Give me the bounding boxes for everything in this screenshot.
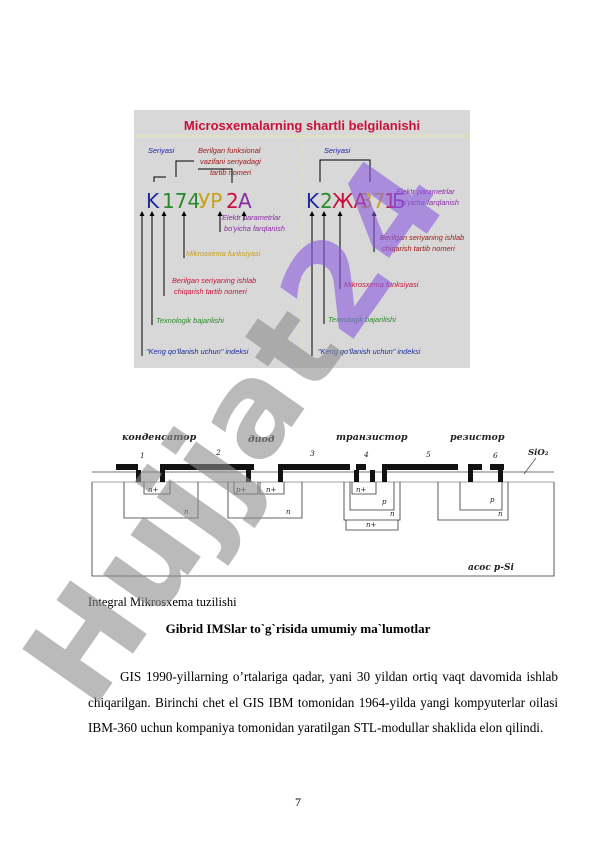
svg-text:bo'yicha farqlanish: bo'yicha farqlanish bbox=[224, 224, 285, 233]
left-designation: Seriyasi Berilgan funksional vazifani se… bbox=[139, 146, 285, 356]
svg-text:Б: Б bbox=[392, 189, 406, 213]
label-capacitor: конденсатор bbox=[122, 432, 197, 443]
right-code: K 2 ЖА 37 1 Б bbox=[306, 189, 406, 213]
svg-text:n+: n+ bbox=[356, 486, 367, 494]
section-heading: Gibrid IMSlar to`g`risida umumiy ma`lumo… bbox=[165, 621, 431, 636]
body-paragraph: GIS 1990-yillarning o’rtalariga qadar, y… bbox=[88, 669, 558, 735]
svg-text:chiqarish tartib nomeri: chiqarish tartib nomeri bbox=[174, 287, 247, 296]
svg-text:2: 2 bbox=[226, 189, 239, 213]
svg-text:6: 6 bbox=[493, 451, 498, 460]
svg-text:2: 2 bbox=[320, 189, 333, 213]
svg-text:3: 3 bbox=[310, 449, 315, 458]
svg-text:K: K bbox=[146, 189, 160, 213]
svg-text:Mikrosxema funksiyasi: Mikrosxema funksiyasi bbox=[344, 280, 419, 289]
svg-text:n+: n+ bbox=[266, 486, 277, 494]
label-resistor: резистор bbox=[450, 432, 505, 443]
substrate-label: асос p-Si bbox=[468, 563, 514, 573]
svg-text:1: 1 bbox=[140, 451, 145, 460]
svg-text:"Keng qo'llanish uchun" indeks: "Keng qo'llanish uchun" indeksi bbox=[146, 347, 249, 356]
svg-text:n+: n+ bbox=[366, 521, 377, 529]
svg-text:n: n bbox=[184, 508, 189, 516]
svg-text:vazifani seriyadagi: vazifani seriyadagi bbox=[200, 157, 261, 166]
svg-text:bo'yicha farqlanish: bo'yicha farqlanish bbox=[398, 198, 459, 207]
svg-text:p+: p+ bbox=[236, 486, 246, 494]
svg-text:p: p bbox=[490, 496, 495, 504]
svg-text:Elektr parametrlar: Elektr parametrlar bbox=[222, 213, 281, 222]
svg-text:p: p bbox=[382, 498, 387, 506]
left-code: K 174 УР 2 A bbox=[146, 189, 252, 213]
svg-text:n: n bbox=[390, 510, 395, 518]
svg-text:Berilgan seriyaning ishlab: Berilgan seriyaning ishlab bbox=[380, 233, 464, 242]
svg-text:Mikrosxema funksiyasi: Mikrosxema funksiyasi bbox=[186, 249, 261, 258]
label-transistor: транзистор bbox=[336, 432, 408, 443]
svg-text:Texnologik bajarilishi: Texnologik bajarilishi bbox=[156, 316, 224, 325]
svg-text:ЖА: ЖА bbox=[332, 189, 368, 213]
svg-text:n+: n+ bbox=[148, 486, 159, 494]
svg-text:1: 1 bbox=[384, 189, 397, 213]
svg-text:УР: УР bbox=[198, 189, 222, 213]
label-diode: диод bbox=[248, 434, 275, 445]
right-seriyasi-label: Seriyasi bbox=[324, 146, 351, 155]
svg-text:n: n bbox=[498, 510, 503, 518]
svg-text:chiqarish tartib nomeri: chiqarish tartib nomeri bbox=[382, 244, 455, 253]
svg-text:K: K bbox=[306, 189, 320, 213]
figure-caption: Integral Mikrosxema tuzilishi bbox=[88, 595, 237, 609]
svg-text:4: 4 bbox=[363, 450, 369, 459]
svg-text:tartib nomeri: tartib nomeri bbox=[210, 168, 251, 177]
svg-text:Texnologik bajarilishi: Texnologik bajarilishi bbox=[328, 315, 396, 324]
svg-text:37: 37 bbox=[360, 189, 385, 213]
svg-text:Berilgan funksional: Berilgan funksional bbox=[198, 146, 261, 155]
page-number: 7 bbox=[295, 795, 301, 809]
svg-text:"Keng qo'llanish uchun" indeks: "Keng qo'llanish uchun" indeksi bbox=[318, 347, 421, 356]
svg-text:Elektr parametrlar: Elektr parametrlar bbox=[396, 187, 455, 196]
svg-text:Berilgan seriyaning ishlab: Berilgan seriyaning ishlab bbox=[172, 276, 256, 285]
svg-text:5: 5 bbox=[426, 450, 431, 459]
svg-text:174: 174 bbox=[162, 189, 200, 213]
left-seriyasi-label: Seriyasi bbox=[148, 146, 175, 155]
right-designation: Seriyasi K 2 ЖА 37 1 Б Elektr parametrla… bbox=[306, 146, 464, 356]
svg-text:A: A bbox=[238, 189, 252, 213]
figure-title: Microsxemalarning shartli belgilanishi bbox=[184, 118, 420, 133]
designation-figure: Microsxemalarning shartli belgilanishi S… bbox=[134, 110, 470, 368]
ic-structure-figure: конденсатор диод транзистор резистор 1 2… bbox=[91, 432, 555, 577]
svg-text:2: 2 bbox=[215, 448, 221, 457]
sio2-label: SiO₂ bbox=[528, 448, 549, 458]
svg-text:n: n bbox=[286, 508, 291, 516]
